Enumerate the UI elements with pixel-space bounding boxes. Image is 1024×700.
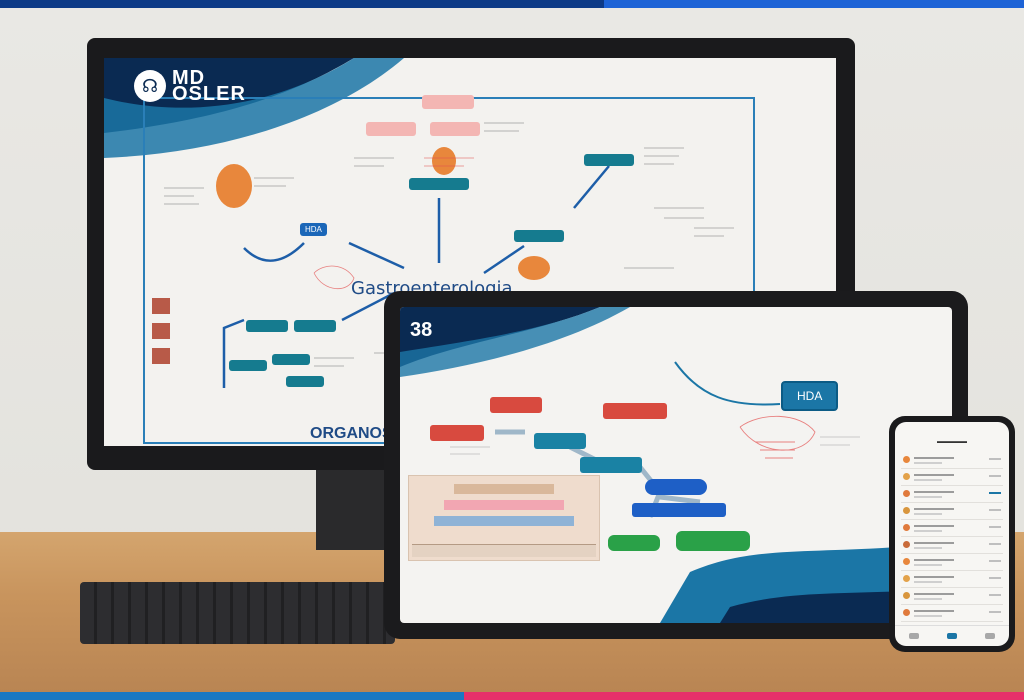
tnode-blue-1 — [645, 479, 707, 495]
node-note-2 — [430, 122, 480, 136]
node-branch-right — [514, 230, 564, 242]
node-left-1 — [246, 320, 288, 332]
tnode-green-2 — [676, 531, 750, 551]
node-left-5 — [286, 376, 324, 387]
node-diagnosis — [409, 178, 469, 190]
tablet-screen: 38 HDA — [400, 307, 952, 623]
list-item — [901, 588, 1003, 605]
llama-stethoscope-icon: ☊ — [134, 70, 166, 102]
brand-logo: ☊ MD OSLER — [134, 67, 246, 105]
list-item — [901, 486, 1003, 503]
list-item — [901, 503, 1003, 520]
list-item — [901, 605, 1003, 622]
organos-label: ORGANOS — [310, 425, 393, 442]
profile-icon — [985, 633, 995, 639]
node-left-2 — [294, 320, 336, 332]
list-item — [901, 537, 1003, 554]
tnode-red-3 — [603, 403, 667, 419]
tablet-mindmap-canvas — [400, 307, 952, 623]
node-hda: HDA — [300, 223, 327, 236]
top-brand-band — [0, 0, 1024, 8]
node-note-3 — [422, 95, 474, 109]
page-number: 38 — [410, 319, 433, 341]
keyboard — [80, 582, 395, 644]
tablet-device: 38 HDA — [384, 291, 968, 639]
tnode-red-2 — [430, 425, 484, 441]
tnode-teal-2 — [580, 457, 642, 473]
node-note-1 — [366, 122, 416, 136]
tnode-red-1 — [490, 397, 542, 413]
brand-line-2: OSLER — [172, 83, 246, 105]
monitor-stand — [316, 470, 386, 550]
list-item — [901, 520, 1003, 537]
smartphone-device: ▬▬▬▬▬ — [889, 416, 1015, 652]
list-item — [901, 554, 1003, 571]
list-item — [901, 452, 1003, 469]
node-left-3 — [229, 360, 267, 371]
tablet-summary-table — [408, 475, 600, 561]
bottom-brand-band — [0, 692, 1024, 700]
library-icon — [947, 633, 957, 639]
tnode-blue-2 — [632, 503, 726, 517]
tnode-green-1 — [608, 535, 660, 551]
node-left-4 — [272, 354, 310, 365]
list-item — [901, 469, 1003, 486]
node-branch-top-right — [584, 154, 634, 166]
phone-screen: ▬▬▬▬▬ — [895, 422, 1009, 646]
tnode-teal-1 — [534, 433, 586, 449]
brand-line-1: MD — [172, 67, 206, 89]
phone-content-list — [901, 452, 1003, 622]
tablet-hda-node: HDA — [781, 381, 839, 411]
list-item — [901, 571, 1003, 588]
home-icon — [909, 633, 919, 639]
phone-tab-bar — [895, 625, 1009, 646]
phone-header: ▬▬▬▬▬ — [937, 439, 967, 445]
